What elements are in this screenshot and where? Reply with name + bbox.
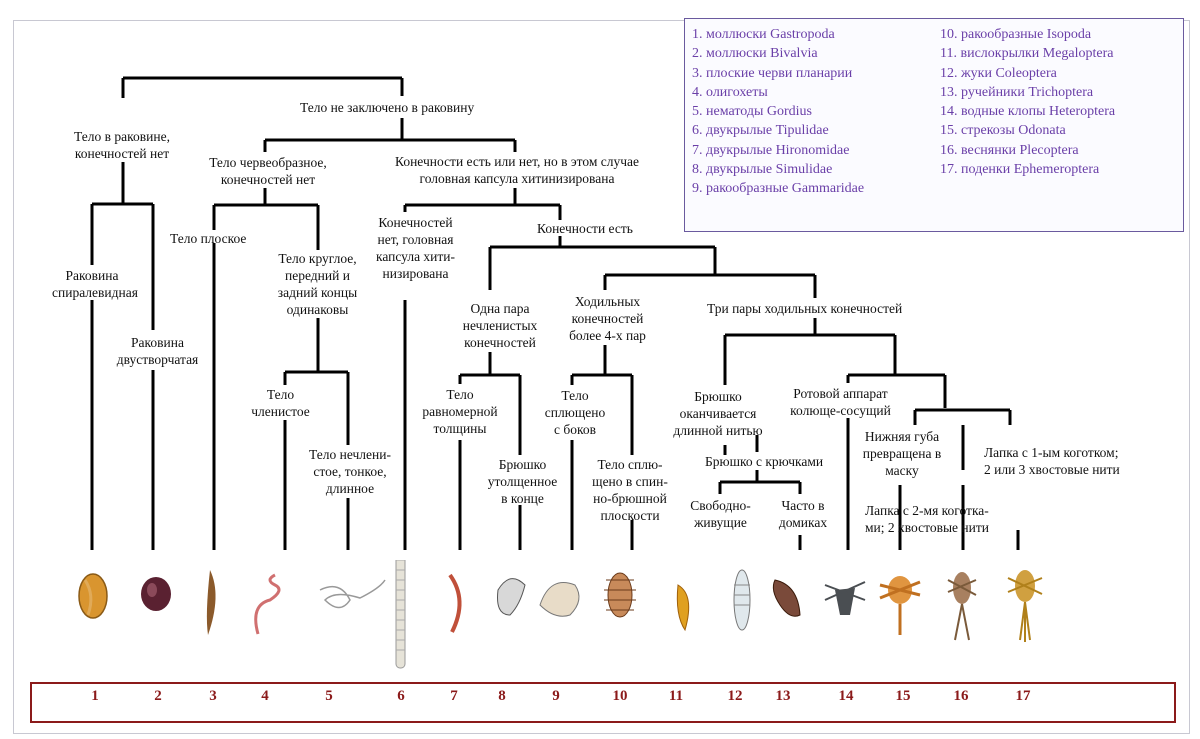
heteroptera-icon	[825, 582, 865, 615]
legend-item: 13. ручейники Trichoptera	[940, 83, 1115, 102]
legend-item: 3. плоские черви планарии	[692, 64, 864, 83]
legend-column-left: 1. моллюски Gastropoda 2. моллюски Bival…	[692, 25, 864, 199]
taxon-number: 10	[605, 688, 635, 705]
organism-illustrations	[70, 560, 1080, 680]
legend-item: 14. водные клопы Heteroptera	[940, 102, 1115, 121]
label-worm-body: Тело червеобразное,конечностей нет	[198, 154, 338, 188]
bivalvia-shell-icon	[141, 577, 171, 611]
label-no-shell: Тело не заключено в раковину	[300, 99, 474, 116]
ephemeroptera-icon	[1008, 570, 1042, 642]
taxon-number: 17	[1008, 688, 1038, 705]
taxon-number: 12	[720, 688, 750, 705]
legend-item: 4. олигохеты	[692, 83, 864, 102]
taxon-number: 11	[661, 688, 691, 705]
legend-item: 15. стрекозы Odonata	[940, 121, 1115, 140]
legend-column-right: 10. ракообразные Isopoda 11. вислокрылки…	[940, 25, 1115, 179]
legend-item: 1. моллюски Gastropoda	[692, 25, 864, 44]
isopoda-icon	[604, 573, 636, 617]
label-two-claws: Лапка с 2-мя коготка-ми; 2 хвостовые нит…	[865, 502, 989, 536]
taxon-number: 3	[198, 688, 228, 705]
taxon-number: 2	[143, 688, 173, 705]
tipulidae-icon	[396, 560, 405, 668]
label-unsegmented: Тело нечлени-стое, тонкое,длинное	[295, 446, 405, 497]
legend-item: 7. двукрылые Hironomidae	[692, 141, 864, 160]
megaloptera-icon	[677, 585, 688, 630]
legend-item: 2. моллюски Bivalvia	[692, 44, 864, 63]
label-head-capsule: Конечности есть или нет, но в этом случа…	[372, 153, 662, 187]
plecoptera-icon	[948, 572, 976, 640]
taxon-number: 16	[946, 688, 976, 705]
label-one-claw: Лапка с 1-ым коготком;2 или 3 хвостовые …	[984, 444, 1120, 478]
legend-item: 11. вислокрылки Megaloptera	[940, 44, 1115, 63]
label-three-pairs: Три пары ходильных конечностей	[707, 300, 902, 317]
taxon-number: 15	[888, 688, 918, 705]
label-shell: Тело в раковине,конечностей нет	[52, 128, 192, 162]
legend-item: 12. жуки Coleoptera	[940, 64, 1115, 83]
trichoptera-icon	[773, 580, 800, 616]
taxon-number: 14	[831, 688, 861, 705]
label-free-living: Свободно-живущие	[683, 497, 758, 531]
legend: 1. моллюски Gastropoda 2. моллюски Bival…	[684, 18, 1184, 232]
label-hooks: Брюшко с крючками	[705, 453, 823, 470]
taxon-number: 6	[386, 688, 416, 705]
odonata-icon	[880, 576, 920, 635]
taxon-number: 13	[768, 688, 798, 705]
gastropoda-shell-icon	[79, 574, 107, 618]
taxon-number: 7	[439, 688, 469, 705]
simuliidae-icon	[498, 579, 526, 615]
legend-item: 8. двукрылые Simulidae	[692, 160, 864, 179]
gammaridae-icon	[540, 583, 579, 617]
chironomidae-icon	[450, 575, 460, 632]
taxon-number: 1	[80, 688, 110, 705]
legend-item: 17. поденки Ephemeroptera	[940, 160, 1115, 179]
taxon-number: 8	[487, 688, 517, 705]
gordius-icon	[320, 580, 385, 608]
legend-item: 9. ракообразные Gammaridae	[692, 179, 864, 198]
planaria-icon	[207, 570, 216, 635]
label-limbs-present: Конечности есть	[537, 220, 633, 237]
legend-item: 16. веснянки Plecoptera	[940, 141, 1115, 160]
coleoptera-larva-icon	[734, 570, 750, 630]
taxon-number: 5	[314, 688, 344, 705]
taxon-number: 9	[541, 688, 571, 705]
label-flat-body: Тело плоское	[170, 230, 246, 247]
legend-item: 5. нематоды Gordius	[692, 102, 864, 121]
legend-item: 10. ракообразные Isopoda	[940, 25, 1115, 44]
legend-item: 6. двукрылые Tipulidae	[692, 121, 864, 140]
oligochaeta-icon	[256, 575, 279, 634]
taxon-number: 4	[250, 688, 280, 705]
